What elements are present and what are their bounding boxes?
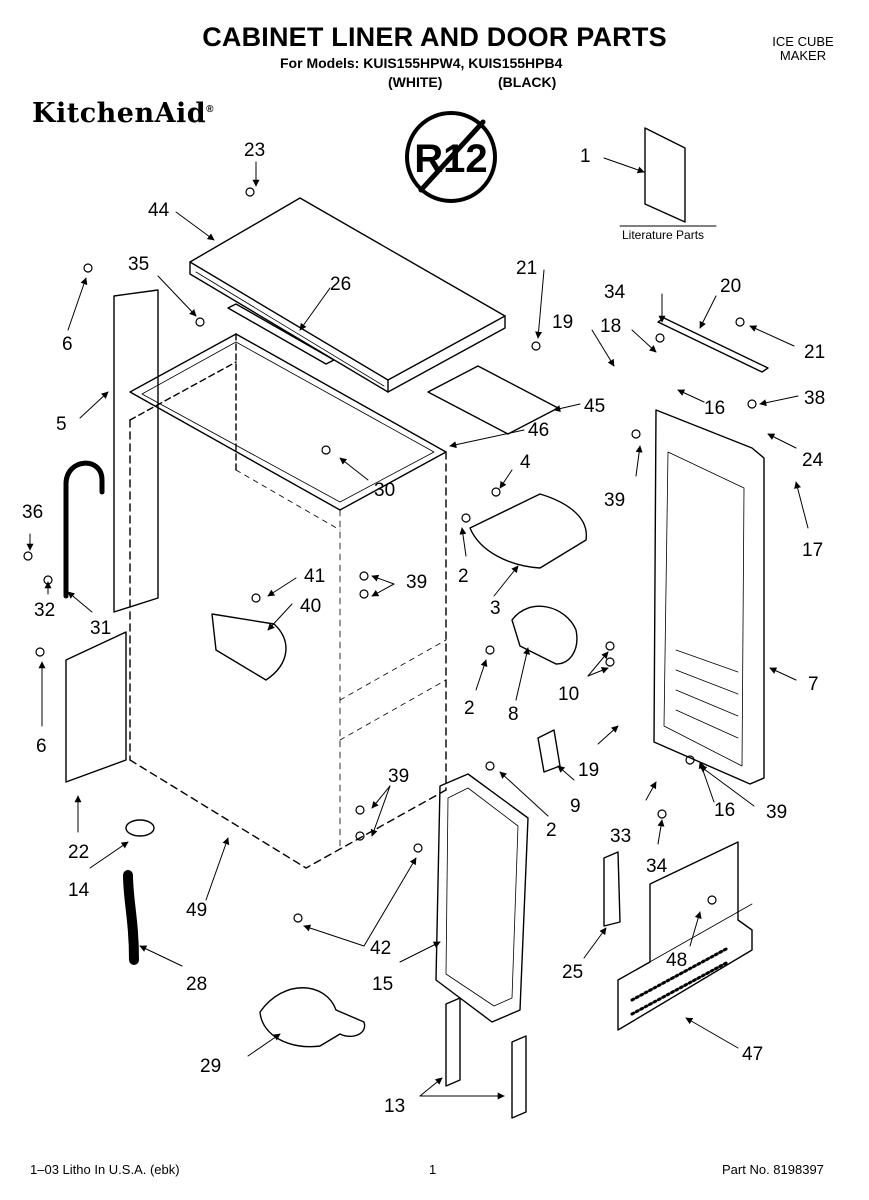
callout-5: 5 [56, 414, 67, 435]
callout-3: 3 [490, 598, 501, 619]
drain-tube [63, 460, 105, 599]
callout-6: 6 [62, 334, 73, 355]
hose-clamp [125, 819, 155, 837]
callout-46: 46 [528, 420, 549, 441]
callout-40: 40 [300, 596, 321, 617]
gasket-strip [227, 303, 335, 365]
trim-strip-left [445, 997, 461, 1087]
callout-22: 22 [68, 842, 89, 863]
ice-chute [469, 493, 587, 569]
page-title: CABINET LINER AND DOOR PARTS [202, 22, 667, 52]
callout-35: 35 [128, 254, 149, 275]
leader-lines [26, 157, 809, 1100]
callout-34: 34 [646, 856, 668, 877]
literature-parts-booklet: Literature Parts [619, 127, 717, 242]
callout-38: 38 [804, 388, 825, 409]
callout-34: 34 [604, 282, 626, 303]
callout-2: 2 [464, 698, 475, 719]
literature-parts-label: Literature Parts [622, 228, 704, 242]
model-numbers: For Models: KUIS155HPW4, KUIS155HPB4 [280, 55, 563, 71]
callout-23: 23 [244, 140, 265, 161]
footer-litho: 1–03 Litho In U.S.A. (ebk) [30, 1162, 180, 1177]
callout-20: 20 [720, 276, 741, 297]
callout-33: 33 [610, 826, 631, 847]
callout-2: 2 [458, 566, 469, 587]
drain-hose [123, 870, 139, 965]
callout-32: 32 [34, 600, 55, 621]
side-panel [113, 289, 159, 613]
callout-36: 36 [22, 502, 43, 523]
screw-set [23, 187, 757, 923]
callout-4: 4 [520, 452, 531, 473]
callout-26: 26 [330, 274, 351, 295]
spacer-bracket [603, 851, 621, 927]
callout-39: 39 [604, 490, 625, 511]
callout-numbers: 1 2 2 2 3 4 5 6 6 7 8 9 10 13 14 15 16 1… [22, 140, 825, 1117]
callout-15: 15 [372, 974, 393, 995]
callout-44: 44 [148, 200, 170, 221]
mounting-bracket [65, 631, 127, 783]
trim-strip-right [511, 1035, 527, 1119]
top-cover [189, 197, 506, 393]
callout-29: 29 [200, 1056, 221, 1077]
callout-25: 25 [562, 962, 583, 983]
callout-10: 10 [558, 684, 579, 705]
callout-19: 19 [578, 760, 599, 781]
variant-white: (WHITE) [388, 74, 443, 90]
category-line-2: MAKER [779, 48, 827, 63]
registered-mark: ® [206, 104, 215, 115]
ice-scoop [259, 987, 366, 1048]
variant-black: (BLACK) [498, 74, 557, 90]
category-label: ICE CUBE MAKER [770, 35, 836, 63]
kickplate-assembly [617, 841, 753, 1031]
brand-name: KitchenAid [32, 98, 207, 129]
callout-31: 31 [90, 618, 111, 639]
r12-badge: R12 [405, 111, 497, 203]
callout-6: 6 [36, 736, 47, 757]
callout-21: 21 [804, 342, 825, 363]
callout-2: 2 [546, 820, 557, 841]
footer-part-number: Part No. 8198397 [722, 1162, 824, 1177]
callout-39: 39 [406, 572, 427, 593]
callout-14: 14 [68, 880, 90, 901]
callout-47: 47 [742, 1044, 763, 1065]
callout-28: 28 [186, 974, 207, 995]
callout-30: 30 [374, 480, 395, 501]
door-hinge [537, 729, 561, 773]
callout-9: 9 [570, 796, 581, 817]
callout-45: 45 [584, 396, 605, 417]
callout-13: 13 [384, 1096, 405, 1117]
callout-16: 16 [714, 800, 735, 821]
callout-41: 41 [304, 566, 325, 587]
callout-17: 17 [802, 540, 823, 561]
callout-21: 21 [516, 258, 537, 279]
cabinet-liner [129, 333, 447, 869]
callout-24: 24 [802, 450, 824, 471]
callout-18: 18 [600, 316, 621, 337]
callout-16: 16 [704, 398, 725, 419]
callout-42: 42 [370, 938, 391, 959]
door-bracket [511, 605, 578, 665]
hinge-strip [657, 317, 769, 373]
callout-19: 19 [552, 312, 573, 333]
door-gasket [435, 773, 529, 1023]
callout-7: 7 [808, 674, 819, 695]
door-liner [653, 409, 765, 785]
deflector [211, 613, 287, 681]
footer-page-number: 1 [429, 1162, 437, 1177]
callout-39: 39 [388, 766, 409, 787]
callout-39: 39 [766, 802, 787, 823]
callout-8: 8 [508, 704, 519, 725]
callout-48: 48 [666, 950, 687, 971]
brand-logo: KitchenAid® [32, 98, 214, 129]
callout-49: 49 [186, 900, 207, 921]
callout-1: 1 [580, 146, 591, 167]
category-line-1: ICE CUBE [772, 34, 834, 49]
